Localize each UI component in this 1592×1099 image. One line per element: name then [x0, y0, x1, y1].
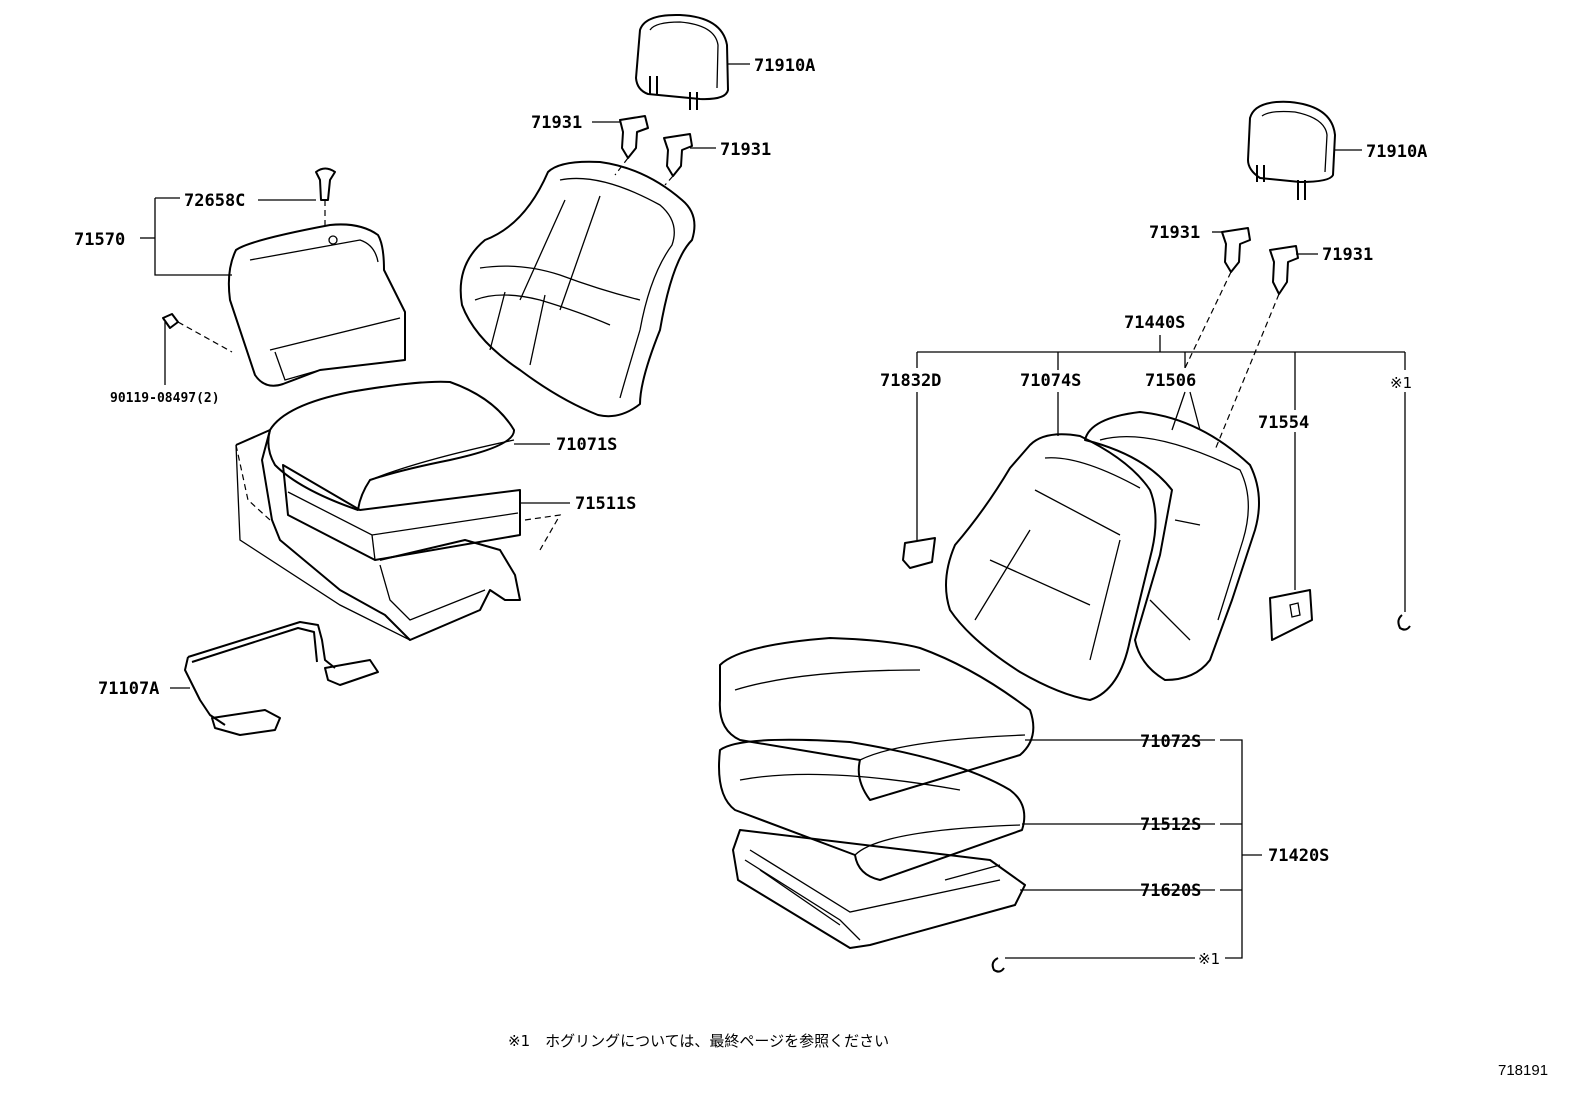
label-71506: 71506 [1145, 371, 1196, 391]
seat-back-cover-71074s [945, 433, 1157, 701]
label-71570: 71570 [74, 230, 125, 250]
seat-frame-71620s [732, 829, 1026, 949]
label-71910a-left: 71910A [754, 56, 815, 76]
seat-cushion-71072s [718, 637, 1035, 801]
footnote: ※1 ホグリングについては、最終ページを参照ください [508, 1032, 889, 1050]
seat-back-frame-right [1084, 411, 1260, 681]
hog-ring-icon-top [1397, 614, 1411, 631]
right-leaders [916, 149, 1406, 959]
seat-back-left [459, 160, 696, 418]
console-lid [227, 223, 406, 387]
label-71071s: 71071S [556, 435, 617, 455]
label-ref1-bottom: ※1 [1198, 950, 1220, 968]
label-71440s: 71440S [1124, 313, 1185, 333]
seat-cushion-71071s [267, 380, 516, 511]
label-71420s: 71420S [1268, 846, 1329, 866]
label-71107a: 71107A [98, 679, 159, 699]
left-leaders [140, 63, 750, 689]
label-90119: 90119-08497(2) [110, 391, 220, 406]
label-71620s: 71620S [1140, 881, 1201, 901]
label-71910a-right: 71910A [1366, 142, 1427, 162]
seat-pad-71511s [282, 464, 521, 561]
seat-pad-71512s [718, 738, 1026, 881]
label-ref1-top: ※1 [1390, 374, 1412, 392]
headrest-guide-left-a [619, 115, 649, 159]
board-71554 [1269, 589, 1313, 641]
headrest-right [1247, 100, 1336, 200]
hog-ring-icon-bottom [991, 957, 1005, 973]
seat-wire-71107a [184, 621, 379, 736]
label-71554: 71554 [1258, 413, 1309, 433]
label-71931-left-a: 71931 [531, 113, 582, 133]
label-72658c: 72658C [184, 191, 245, 211]
label-71832d: 71832D [880, 371, 941, 391]
label-71931-right-a: 71931 [1149, 223, 1200, 243]
headrest-guide-right-b [1269, 245, 1299, 295]
headrest-guide-right-a [1221, 227, 1251, 273]
label-71074s: 71074S [1020, 371, 1081, 391]
headrest-guide-left-b [663, 133, 693, 177]
seat-frame-left [235, 429, 562, 641]
clip-71832d [902, 537, 936, 569]
screw-72658c [315, 167, 336, 201]
diagram-id: 718191 [1498, 1062, 1548, 1079]
label-71511s: 71511S [575, 494, 636, 514]
headrest-left [635, 13, 729, 110]
label-71072s: 71072S [1140, 732, 1201, 752]
label-71931-left-b: 71931 [720, 140, 771, 160]
label-71931-right-b: 71931 [1322, 245, 1373, 265]
label-71512s: 71512S [1140, 815, 1201, 835]
